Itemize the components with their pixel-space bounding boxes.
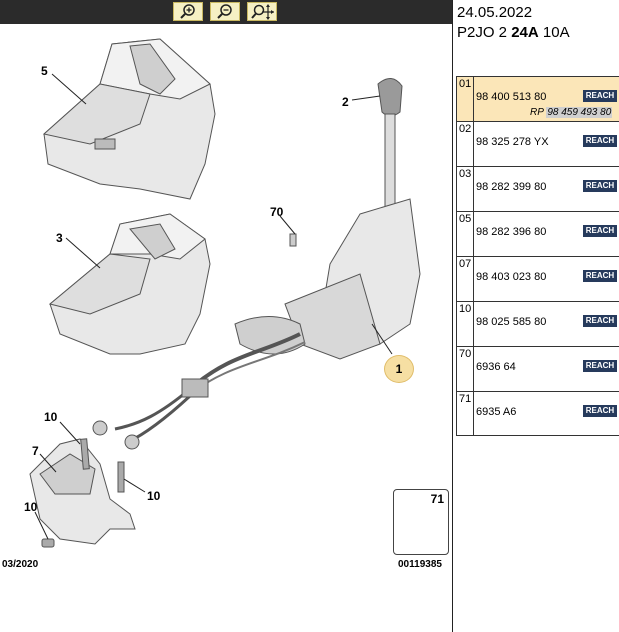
toolbar (0, 0, 452, 24)
column-divider (473, 212, 474, 256)
part-index: 70 (459, 348, 472, 360)
part-row[interactable]: 01 98 400 513 80 REACH RP 98 459 493 80 (456, 76, 619, 121)
exploded-view-drawing (29, 38, 437, 553)
part-index: 10 (459, 303, 472, 315)
zoom-out-button[interactable] (210, 2, 240, 21)
part-index: 02 (459, 123, 472, 135)
parts-diagram: 5 2 70 3 1 10 7 10 10 71 03/2020 0011938… (0, 24, 452, 632)
column-divider (473, 392, 474, 435)
reach-badge[interactable]: REACH (583, 405, 617, 417)
parts-list-panel: 24.05.2022 P2JO 2 24A 10A 01 98 400 513 8… (452, 0, 619, 632)
callout-70[interactable]: 70 (270, 205, 284, 219)
reach-badge[interactable]: REACH (583, 360, 617, 372)
column-divider (473, 167, 474, 211)
reach-badge[interactable]: REACH (583, 270, 617, 282)
column-divider (473, 122, 474, 166)
part-row[interactable]: 10 98 025 585 80 REACH (456, 301, 619, 346)
callout-1[interactable]: 1 (384, 355, 414, 383)
part-index: 03 (459, 168, 472, 180)
zoom-out-icon (217, 4, 232, 19)
callout-5[interactable]: 5 (41, 64, 48, 78)
zoom-in-icon (180, 4, 195, 19)
part-number[interactable]: 6936 64 (476, 361, 516, 373)
diagram-date-code: 03/2020 (2, 559, 39, 570)
rp-label: RP (530, 107, 544, 118)
callout-10-left[interactable]: 10 (24, 500, 38, 514)
column-divider (473, 347, 474, 391)
zoom-in-button[interactable] (173, 2, 203, 21)
parts-list: 01 98 400 513 80 REACH RP 98 459 493 80 02 98… (456, 76, 619, 436)
model-suffix: 10A (538, 24, 570, 41)
part-row[interactable]: 03 98 282 399 80 REACH (456, 166, 619, 211)
part-row[interactable]: 71 6935 A6 REACH (456, 391, 619, 436)
replacement-part[interactable]: RP 98 459 493 80 (530, 107, 613, 118)
callout-7[interactable]: 7 (32, 444, 39, 458)
mounting-bracket (29, 438, 136, 545)
reach-badge[interactable]: REACH (583, 90, 617, 102)
model-bold: 24A (511, 24, 539, 41)
zoom-pan-button[interactable] (247, 2, 277, 21)
reach-badge[interactable]: REACH (583, 135, 617, 147)
part-index: 07 (459, 258, 472, 270)
part-number[interactable]: 98 025 585 80 (476, 316, 547, 328)
callout-2[interactable]: 2 (342, 95, 349, 109)
part-index: 71 (459, 393, 472, 405)
diagram-ref-code: 00119385 (398, 559, 442, 570)
reach-badge[interactable]: REACH (583, 180, 617, 192)
hardware-inset-71: 71 (393, 489, 449, 555)
part-row[interactable]: 02 98 325 278 YX REACH (456, 121, 619, 166)
part-index: 05 (459, 213, 472, 225)
rp-number: 98 459 493 80 (546, 107, 613, 118)
part-row[interactable]: 07 98 403 023 80 REACH (456, 256, 619, 301)
column-divider (473, 302, 474, 346)
part-number[interactable]: 98 282 396 80 (476, 226, 547, 238)
part-number[interactable]: 6935 A6 (476, 406, 517, 418)
reach-badge[interactable]: REACH (583, 225, 617, 237)
console-cover-lower (48, 213, 211, 355)
catalog-date: 24.05.2022 (457, 4, 533, 21)
part-number[interactable]: 98 325 278 YX (476, 136, 549, 148)
column-divider (473, 257, 474, 301)
callout-10-top[interactable]: 10 (44, 410, 58, 424)
column-divider (473, 77, 474, 121)
console-cover-upper (42, 38, 216, 200)
part-row[interactable]: 70 6936 64 REACH (456, 346, 619, 391)
part-row[interactable]: 05 98 282 396 80 REACH (456, 211, 619, 256)
part-number[interactable]: 98 403 023 80 (476, 271, 547, 283)
gear-selector-assembly (92, 78, 421, 450)
model-prefix: P2JO 2 (457, 24, 512, 41)
model-code: P2JO 2 24A 10A (457, 24, 570, 41)
callout-3[interactable]: 3 (56, 231, 63, 245)
part-number[interactable]: 98 282 399 80 (476, 181, 547, 193)
part-number[interactable]: 98 400 513 80 (476, 91, 547, 103)
callout-10-right[interactable]: 10 (147, 489, 161, 503)
callout-71[interactable]: 71 (430, 492, 444, 506)
reach-badge[interactable]: REACH (583, 315, 617, 327)
zoom-pan-icon (251, 4, 274, 20)
part-index: 01 (459, 78, 472, 90)
